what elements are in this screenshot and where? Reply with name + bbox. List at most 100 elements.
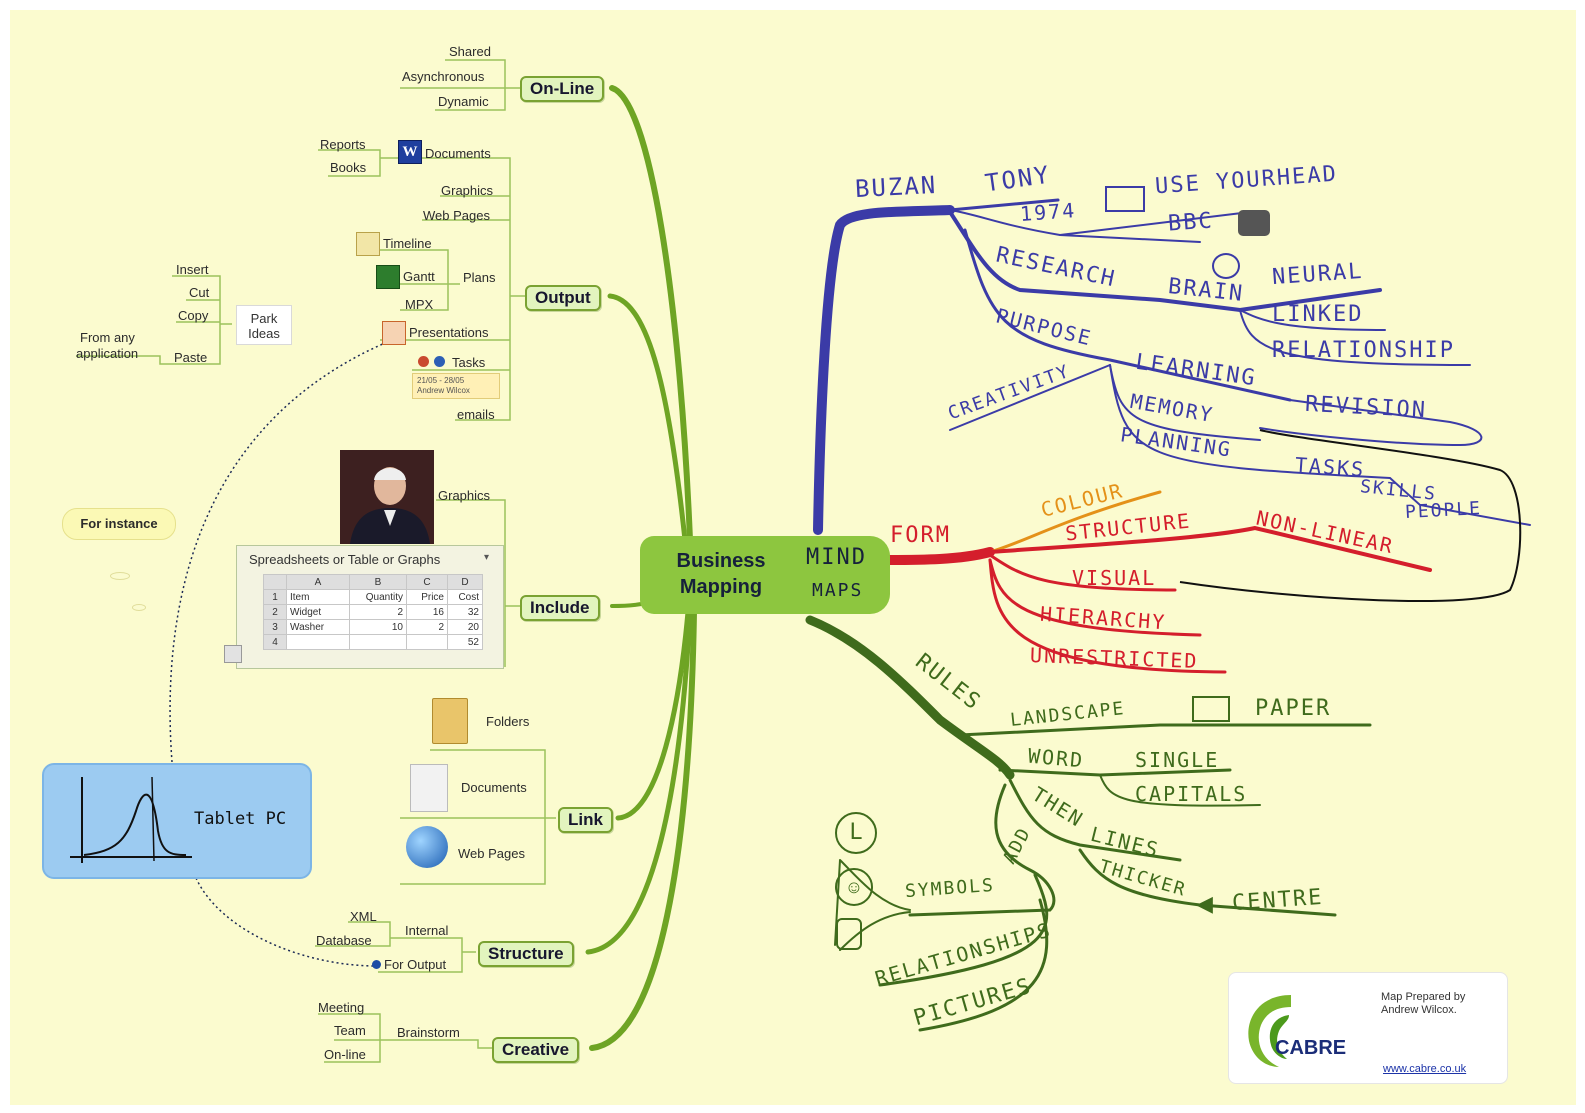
blue-tasks[interactable]: TASKS [1294,452,1366,482]
cabre-brand: CABRE [1275,1037,1347,1059]
clip-cut[interactable]: Cut [189,285,210,300]
creative-team[interactable]: Team [334,1023,366,1038]
blue-year[interactable]: 1974 [1019,198,1077,226]
structure-xml[interactable]: XML [350,909,377,924]
sheet-cell: Quantity [349,589,407,605]
for-instance-bubble[interactable]: For instance [62,508,176,540]
output-documents[interactable]: Documents [425,146,491,161]
sheet-cell: 52 [447,634,483,650]
cabre-swoosh-icon [1248,995,1291,1067]
sheet-cell: 16 [406,604,448,620]
link-documents[interactable]: Documents [461,780,527,795]
clip-paste[interactable]: Paste [174,350,208,365]
creative-meeting[interactable]: Meeting [318,1000,365,1015]
link-folders[interactable]: Folders [486,714,530,729]
output-emails[interactable]: emails [457,407,495,422]
symbol-l-icon: L [835,812,877,854]
node-online[interactable]: On-Line [520,76,605,102]
sheet-cell: Price [406,589,448,605]
hand-sketch-icon [836,918,862,950]
sheet-cell: Item [286,589,350,605]
blue-linked[interactable]: LINKED [1272,302,1364,327]
cabre-logo-card[interactable]: Map Prepared by Andrew Wilcox. CABRE www… [1228,972,1508,1084]
person-photo [340,450,434,544]
cabre-website-link[interactable]: www.cabre.co.uk [1383,1063,1467,1075]
online-dynamic[interactable]: Dynamic [438,94,489,109]
node-include[interactable]: Include [520,595,600,621]
center-node-right [800,536,890,614]
branch-buzan [813,205,955,535]
structure-internal[interactable]: Internal [405,923,449,938]
task-progress-icon [434,356,445,367]
sheet-cell [349,634,407,650]
red-form[interactable]: FORM [890,523,951,548]
sketch-curve-icon [70,776,192,863]
dotted-link-output [195,877,375,967]
online-asynchronous[interactable]: Asynchronous [402,69,485,84]
link-web-pages[interactable]: Web Pages [458,846,525,861]
blue-relationship[interactable]: RELATIONSHIP [1272,338,1455,363]
output-books[interactable]: Books [330,160,367,175]
sheet-col-header: C [406,574,448,590]
clip-insert[interactable]: Insert [176,262,209,277]
dropdown-icon[interactable]: ▾ [483,552,489,563]
output-mpx[interactable]: MPX [405,297,434,312]
sheet-row-header: 1 [263,589,287,605]
structure-for-output[interactable]: For Output [384,957,447,972]
smiley-icon: ☺ [835,868,873,906]
output-tasks[interactable]: Tasks [452,355,486,370]
clip-copy[interactable]: Copy [178,308,209,323]
word-document-icon: W [398,140,422,164]
node-structure[interactable]: Structure [478,941,574,967]
green-word[interactable]: WORD [1027,743,1086,773]
node-link[interactable]: Link [558,807,613,833]
blue-bbc[interactable]: BBC [1167,208,1215,237]
structure-database[interactable]: Database [316,933,372,948]
center-node[interactable]: Business Mapping [640,536,802,614]
task-details-box: 21/05 - 28/05 Andrew Wilcox [412,373,500,399]
output-reports[interactable]: Reports [320,137,366,152]
branch-structure [585,609,693,955]
output-plans[interactable]: Plans [463,270,496,285]
green-capitals[interactable]: CAPITALS [1135,782,1248,806]
branch-online [609,85,693,543]
online-shared[interactable]: Shared [449,44,491,59]
output-presentations[interactable]: Presentations [409,325,489,340]
branch-rules [805,615,1015,780]
spreadsheet-preview[interactable]: Spreadsheets or Table or Graphs ▾ A B C … [236,545,504,669]
spreadsheet-icon [224,645,242,663]
output-web-pages[interactable]: Web Pages [423,208,490,223]
node-creative[interactable]: Creative [492,1037,580,1063]
branch-output [607,293,688,543]
sheet-cell: 10 [349,619,407,635]
blue-buzan[interactable]: BUZAN [854,170,938,204]
sheet-cell [406,634,448,650]
center-sub-mind: MIND [806,545,867,570]
sheet-cell: 32 [447,604,483,620]
branch-creative [589,609,697,1051]
park-ideas-box[interactable]: Park Ideas [236,305,292,345]
creative-online[interactable]: On-line [324,1047,366,1062]
green-single[interactable]: SINGLE [1135,748,1220,772]
tablet-pc-note[interactable]: Tablet PC [42,763,312,879]
tv-icon [1238,210,1270,236]
blue-people[interactable]: PEOPLE [1404,497,1483,524]
creative-brainstorm[interactable]: Brainstorm [397,1025,460,1040]
spreadsheet-table: A B C D 1 Item Quantity Price Cost 2 Wid… [263,574,483,650]
sheet-col-header: D [447,574,483,590]
task-person-icon [418,356,429,367]
output-gantt[interactable]: Gantt [403,269,435,284]
branch-link [615,609,691,821]
clip-from-1: From any [80,330,135,345]
include-graphics[interactable]: Graphics [438,488,491,503]
output-graphics[interactable]: Graphics [441,183,494,198]
red-visual[interactable]: VISUAL [1072,566,1157,590]
center-title-line2: Mapping [679,576,763,598]
sheet-cell: Washer [286,619,350,635]
output-timeline[interactable]: Timeline [383,236,432,251]
cabre-prepared-line2: Andrew Wilcox. [1381,1004,1457,1016]
sheet-cell: 20 [447,619,483,635]
green-paper[interactable]: PAPER [1255,696,1332,721]
node-output[interactable]: Output [525,285,601,311]
